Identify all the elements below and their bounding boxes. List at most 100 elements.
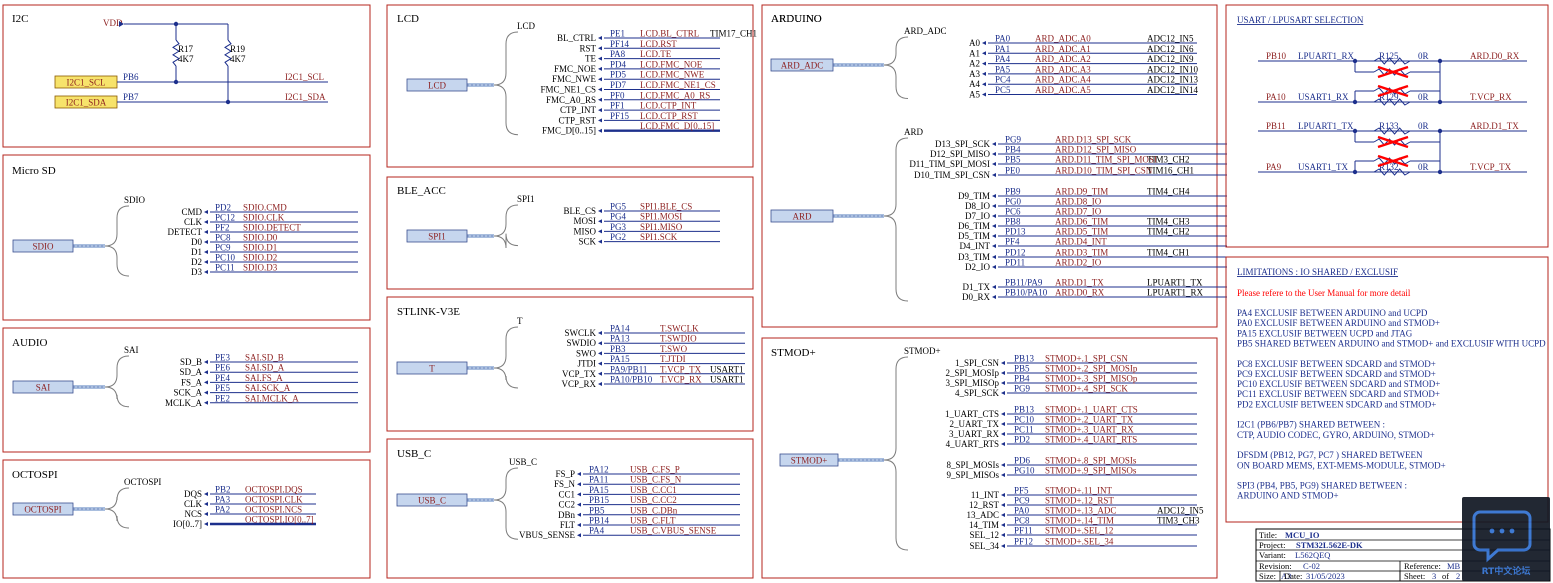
net-name: SDIO.D1	[243, 243, 277, 253]
pin-marker	[598, 66, 602, 71]
net-name: ARD.D6_TIM	[1055, 217, 1108, 227]
pin-name: PC8	[1014, 516, 1030, 526]
pin-label: D3_TIM	[958, 252, 990, 262]
pin-name: PC10	[215, 253, 236, 263]
chat-dot-icon	[1509, 528, 1515, 534]
sheet-title: Micro SD	[12, 165, 56, 177]
title-block-label: Reference:	[1404, 561, 1441, 571]
pin-label: FMC_NOE	[554, 64, 597, 74]
pin-label: A5	[969, 90, 980, 100]
pin-label: D1	[191, 247, 202, 257]
pin-marker	[598, 128, 602, 133]
pin-label: 3_SPI_MISOp	[945, 378, 999, 388]
pin-marker	[598, 382, 602, 386]
pin-marker	[204, 400, 208, 405]
pin-name: PB5	[1005, 155, 1021, 165]
bus-name: LCD	[517, 21, 536, 31]
bus-port-label: SPI1	[428, 232, 446, 242]
bus-port-label: SAI	[36, 383, 51, 393]
pin-label: A2	[969, 59, 980, 69]
pin-label: 4_UART_RTS	[946, 439, 999, 449]
net-name: STMOD+.14_TIM	[1045, 516, 1114, 526]
pin-name: PB11/PA9	[1005, 278, 1043, 288]
net-name: STMOD+.8_SPI_MOSIs	[1045, 456, 1137, 466]
pin-marker	[598, 118, 602, 123]
pin-name: PG5	[610, 202, 627, 212]
alt-function: TIM16_CH1	[1147, 166, 1194, 176]
title-block-label: Sheet:	[1404, 571, 1425, 581]
net-name: ARD.D4_INT	[1055, 237, 1107, 247]
bus-bracket	[493, 204, 519, 249]
pin-name: PF0	[610, 90, 625, 100]
pin-name: PC11	[215, 263, 235, 273]
pin-marker	[992, 152, 996, 156]
limitation-line: I2C1 (PB6/PB7) SHARED BETWEEN :	[1237, 420, 1385, 430]
pin-marker	[1001, 391, 1005, 395]
sheet-title: AUDIO	[12, 337, 47, 349]
resistor	[1373, 168, 1411, 176]
net-name: STMOD+.12_RST	[1045, 496, 1114, 506]
pin-name: PD7	[610, 80, 627, 90]
junction-dot	[173, 79, 179, 85]
pin-name: PB15	[589, 495, 610, 505]
pin-marker	[204, 220, 208, 224]
title-block-value: STM32L562E-DK	[1296, 540, 1363, 550]
pin-label: SD_B	[180, 357, 202, 367]
alt-function: TIM4_CH1	[1147, 248, 1190, 258]
pin-name: PC10	[1014, 415, 1035, 425]
pin-marker	[992, 244, 996, 248]
pin-label: DQS	[184, 489, 202, 499]
pin-name: PF15	[610, 111, 630, 121]
pin-label: D13_SPI_SCK	[935, 139, 991, 149]
pin-marker	[1001, 381, 1005, 385]
pin-label: FMC_NWE	[552, 74, 597, 84]
pin-name: PA1	[995, 44, 1010, 54]
bus-bracket	[883, 137, 909, 302]
title-block-label: Variant:	[1259, 550, 1286, 560]
sheet-title: I2C	[12, 13, 29, 25]
net-name: ARD.D5_TIM	[1055, 227, 1108, 237]
pin-name: PB11	[1266, 121, 1286, 131]
pin-name: PA3	[215, 495, 231, 505]
net-name: STMOD+.11_INT	[1045, 486, 1112, 496]
net-name: LCD.CTP_RST	[640, 111, 698, 121]
resistor-value: 0R	[1418, 121, 1429, 131]
pin-name: PA15	[610, 354, 630, 364]
sheet-frame-stmod	[761, 337, 1218, 579]
pin-name: PG2	[610, 232, 626, 242]
net-name: LCD.RST	[640, 39, 677, 49]
pin-label: SEL_34	[969, 541, 999, 551]
resistor-ref: R129	[1379, 92, 1399, 102]
junction-dot	[1437, 99, 1443, 105]
pin-label: D2	[191, 257, 202, 267]
pin-name: PE1	[610, 29, 625, 39]
title-block-label: Project:	[1259, 540, 1285, 550]
pin-marker	[1001, 493, 1005, 497]
net-name: ARD.D9_TIM	[1055, 187, 1108, 197]
alt-function: LPUART1_RX	[1147, 288, 1203, 298]
pin-label: MOSI	[573, 216, 596, 226]
pin-marker	[577, 492, 581, 497]
pin-name: PD6	[1014, 456, 1031, 466]
net-name: LCD.CTP_INT	[640, 101, 697, 111]
pin-marker	[598, 209, 602, 213]
pin-label: 2_SPI_MOSIp	[945, 368, 999, 378]
title-block-label: Revision:	[1259, 561, 1292, 571]
pin-marker	[1001, 371, 1005, 375]
pin-name: PG9	[1014, 384, 1031, 394]
bus-port-label: ARD_ADC	[781, 61, 824, 71]
pin-marker	[992, 214, 996, 218]
sheet-frame-audio	[2, 327, 371, 453]
net-name: ARD_ADC.A5	[1035, 85, 1091, 95]
pin-name: PB4	[1014, 374, 1030, 384]
net-name: STMOD+.4_SPI_SCK	[1045, 384, 1128, 394]
title-block-label: Size:	[1259, 571, 1276, 581]
net-name: SAI.MCLK_A	[245, 393, 299, 403]
pin-label: CTP_INT	[560, 105, 597, 115]
watermark-text: RT中文论坛	[1482, 565, 1531, 577]
net-name: SDIO.DETECT	[243, 223, 301, 233]
alt-function: ADC12_IN9	[1147, 54, 1194, 64]
sheet-frame-lcd	[386, 4, 754, 168]
